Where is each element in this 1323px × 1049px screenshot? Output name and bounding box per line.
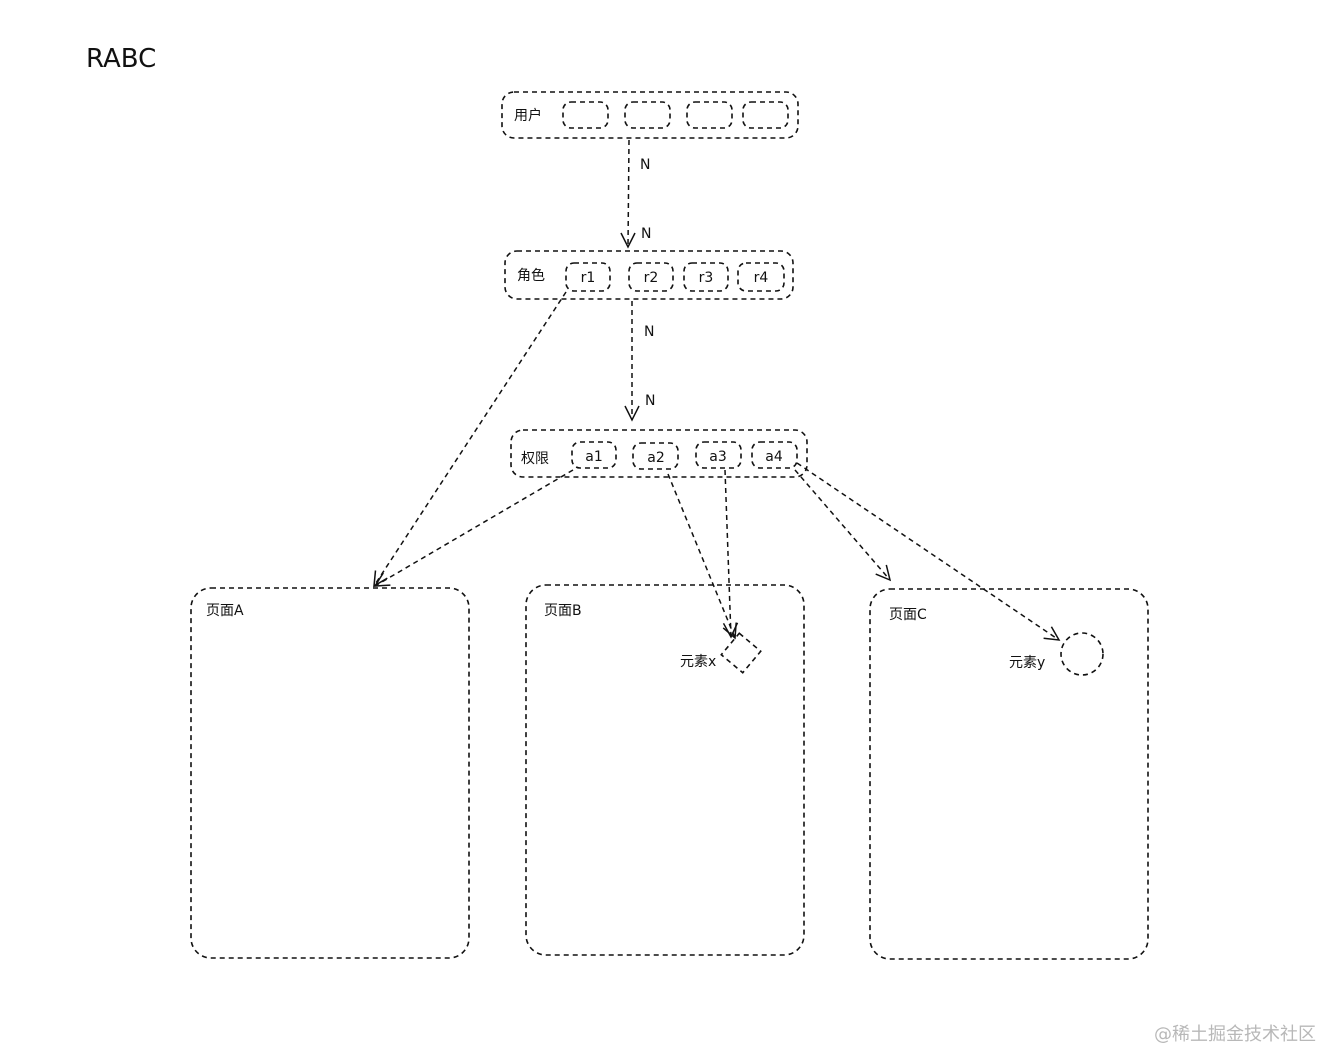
role-item-r3-label: r3 — [699, 270, 714, 286]
role-item-r2-label: r2 — [644, 270, 659, 286]
edge-user-role-to-mult: N — [641, 226, 651, 242]
role-item-r2 — [628, 262, 674, 292]
role-group-label: 角色 — [517, 267, 545, 284]
page-c-label: 页面C — [889, 607, 927, 623]
element-x-shape — [720, 632, 762, 674]
permission-item-a1 — [571, 441, 617, 469]
edge-a4-to-element-y — [796, 462, 1061, 641]
edge-a3-to-element-x — [722, 469, 739, 639]
edge-a2-element-x-line — [667, 473, 736, 639]
user-item-2 — [624, 101, 671, 129]
permission-item-a2 — [632, 442, 679, 470]
page-c-frame — [869, 588, 1149, 960]
edge-r1-page-a-line — [373, 291, 567, 587]
edge-role-permission-arrowhead — [624, 405, 640, 422]
role-item-r1-label: r1 — [581, 270, 596, 286]
user-group-frame — [501, 91, 799, 139]
page-a-label: 页面A — [206, 603, 244, 619]
permission-item-a4-label: a4 — [765, 449, 783, 465]
page-a: 页面A — [190, 587, 470, 959]
edge-user-role-from-mult: N — [640, 157, 650, 173]
role-item-r4 — [737, 262, 785, 292]
watermark: @稀土掘金技术社区 — [1154, 1024, 1316, 1045]
role-item-r1 — [565, 262, 611, 292]
edge-role-permission-to-mult: N — [645, 393, 655, 409]
edge-a4-element-y-line — [796, 462, 1060, 641]
permission-item-a1-label: a1 — [585, 449, 603, 465]
permission-group-frame — [510, 429, 808, 478]
page-a-frame — [190, 587, 470, 959]
edge-a3-element-x-arrowhead — [722, 622, 739, 639]
edge-a4-page-c-arrowhead — [875, 564, 892, 582]
permission-group: 权限 a1 a2 a3 a4 — [510, 429, 808, 478]
element-y-shape — [1060, 632, 1104, 676]
permission-group-label: 权限 — [521, 451, 549, 467]
edge-user-role-line — [627, 139, 630, 247]
edge-a4-page-c-line — [794, 469, 891, 581]
role-group: 角色 r1 r2 r3 r4 — [504, 250, 794, 300]
user-group-label: 用户 — [514, 107, 542, 124]
edge-role-permission-from-mult: N — [644, 324, 654, 340]
role-item-r3 — [683, 262, 729, 292]
edge-user-role-arrowhead — [620, 232, 636, 249]
edge-a4-element-y-arrowhead — [1043, 626, 1061, 641]
edge-a3-element-x-line — [724, 469, 732, 638]
page-b-label: 页面B — [544, 603, 582, 619]
edge-a1-page-a-arrowhead — [373, 572, 391, 587]
element-y-label: 元素y — [1009, 655, 1045, 671]
edge-role-to-permission: N N — [624, 301, 655, 422]
page-c: 页面C 元素y — [869, 588, 1149, 960]
edge-a4-to-page-c — [794, 469, 892, 582]
diagram-title: RABC — [86, 44, 156, 74]
edge-a1-page-a-line — [374, 469, 574, 587]
permission-item-a2-label: a2 — [647, 450, 665, 466]
page-b-frame — [525, 584, 805, 956]
edge-r1-to-page-a — [373, 291, 567, 588]
element-x-label: 元素x — [680, 654, 716, 670]
edge-user-to-role: N N — [620, 139, 651, 249]
permission-item-a4 — [751, 441, 798, 469]
page-b: 页面B 元素x — [525, 584, 805, 956]
permission-item-a3 — [695, 441, 742, 469]
edge-a1-to-page-a — [373, 469, 574, 587]
user-item-4 — [742, 101, 789, 129]
user-group: 用户 — [501, 91, 799, 139]
user-item-1 — [562, 101, 609, 129]
permission-item-a3-label: a3 — [709, 449, 727, 465]
user-item-3 — [686, 101, 733, 129]
role-item-r4-label: r4 — [754, 270, 769, 286]
